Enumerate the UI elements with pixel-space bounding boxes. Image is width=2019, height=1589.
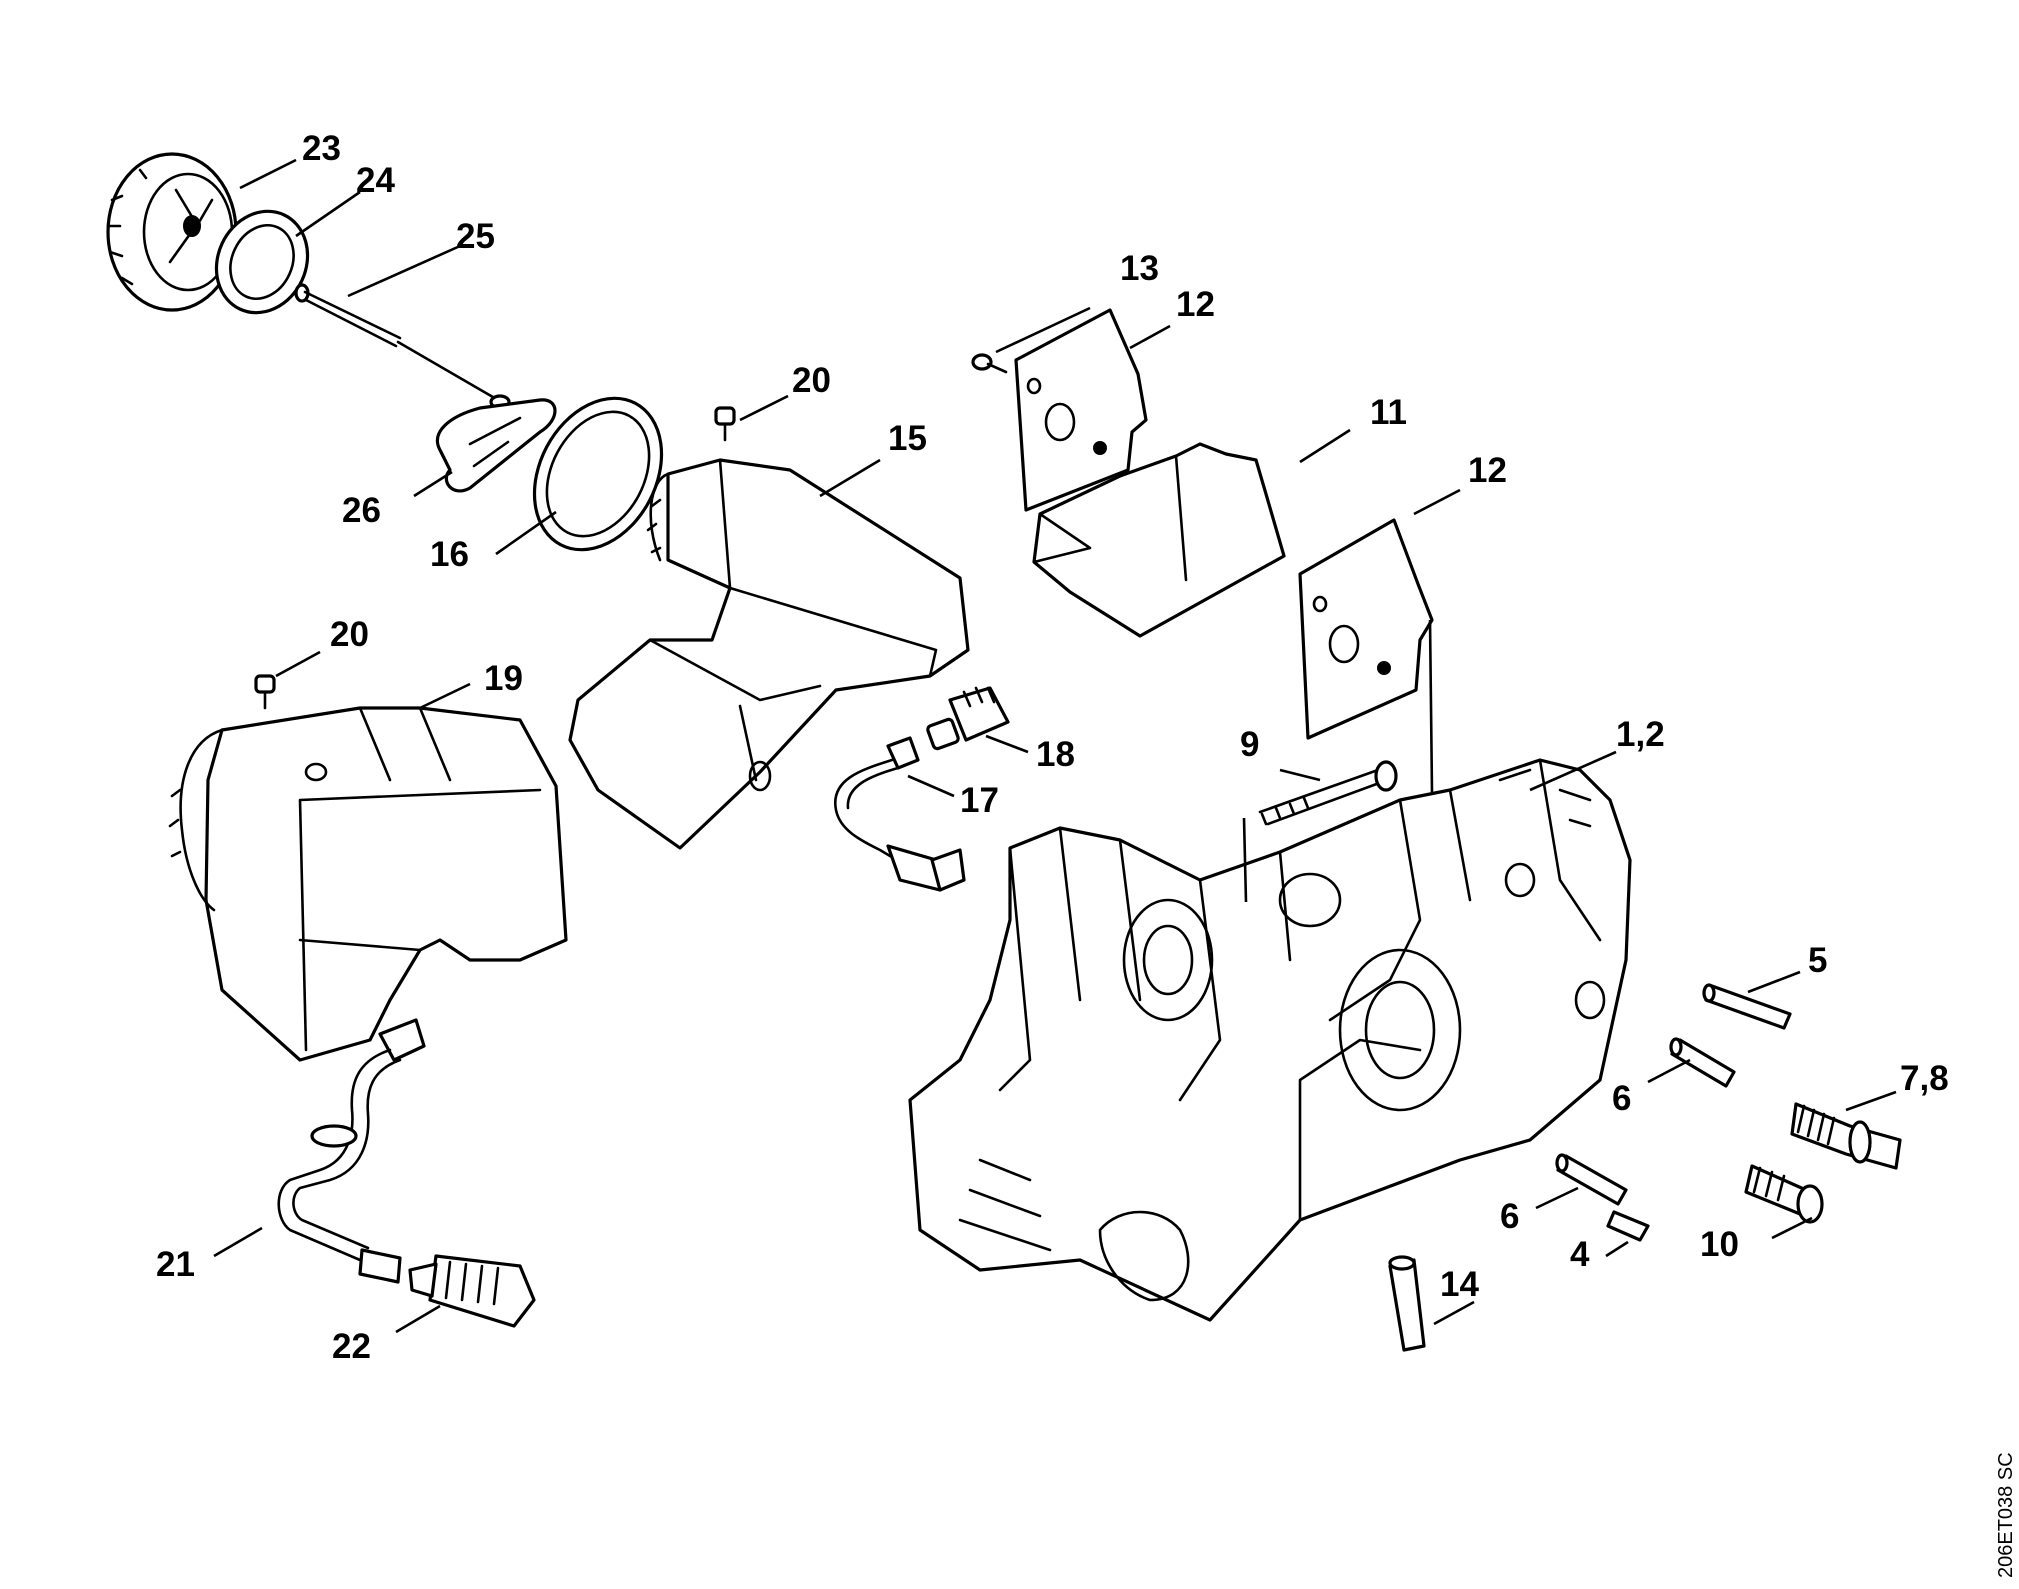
callout-11: 11 [1370, 393, 1407, 432]
cap-gasket [214, 209, 310, 315]
long-bolt [1258, 760, 1398, 826]
callout-9: 9 [1240, 725, 1259, 764]
callout-4: 4 [1570, 1235, 1590, 1274]
pin-6-lower [1555, 1153, 1628, 1206]
callout-20-lower: 20 [330, 615, 369, 654]
gasket-plate [1032, 442, 1286, 638]
document-id: 206ET038 SC [1995, 1452, 2017, 1578]
callout-24: 24 [356, 161, 395, 200]
callout-25: 25 [456, 217, 495, 256]
callout-21: 21 [156, 1245, 195, 1284]
screw-small [971, 353, 1008, 374]
handle-housing [568, 458, 970, 850]
collar-screw [1744, 1164, 1824, 1224]
callout-15: 15 [888, 419, 927, 458]
callout-13: 13 [1120, 249, 1159, 288]
o-ring [532, 396, 664, 552]
pin-6-upper [1669, 1037, 1736, 1088]
callout-labels: 23 24 25 20 15 26 16 13 12 11 12 20 19 9… [156, 129, 1949, 1366]
callout-12-lower: 12 [1468, 451, 1507, 490]
fuel-hose [277, 1018, 426, 1284]
retainer-clip [435, 398, 557, 493]
crankcase [908, 758, 1632, 1322]
pin-5 [1702, 983, 1792, 1030]
cover-plate-upper [1014, 308, 1148, 512]
callout-20-upper: 20 [792, 361, 831, 400]
callout-12-upper: 12 [1176, 285, 1215, 324]
fuel-tank [168, 706, 568, 1062]
cover-plate-lower [1298, 518, 1434, 740]
pin-4 [1606, 1210, 1650, 1242]
screw-upper [714, 406, 736, 442]
callout-5: 5 [1808, 941, 1827, 980]
callout-14: 14 [1440, 1265, 1479, 1304]
leader-lines [213, 158, 1897, 1334]
callout-7-8: 7,8 [1900, 1059, 1949, 1098]
pickup-rod [294, 283, 511, 410]
callout-22: 22 [332, 1327, 371, 1366]
callout-23: 23 [302, 129, 341, 168]
callout-26: 26 [342, 491, 381, 530]
callout-16: 16 [430, 535, 469, 574]
fuel-filter [408, 1254, 536, 1328]
chain-stud [1790, 1102, 1902, 1170]
screw-lower [254, 674, 276, 710]
tank-cap [106, 152, 238, 312]
callout-6-upper: 6 [1612, 1079, 1631, 1118]
callout-10: 10 [1700, 1225, 1739, 1264]
callout-18: 18 [1036, 735, 1075, 774]
callout-1-2: 1,2 [1616, 715, 1665, 754]
oil-fitting [926, 686, 1010, 751]
callout-17: 17 [960, 781, 999, 820]
oil-hose [833, 736, 966, 892]
callout-19: 19 [484, 659, 523, 698]
sleeve [1388, 1255, 1426, 1352]
callout-6-lower: 6 [1500, 1197, 1519, 1236]
